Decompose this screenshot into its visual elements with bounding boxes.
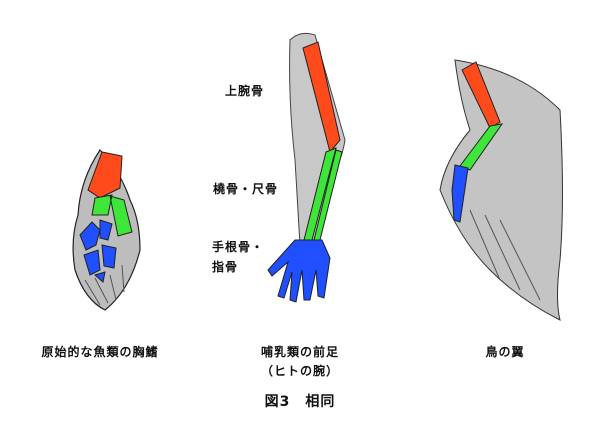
human-arm-illustration (267, 32, 346, 303)
label-phalanges: 指骨 (212, 260, 239, 274)
figure-title: 図3 相同 (264, 394, 336, 410)
fish-fin-illustration (72, 149, 141, 311)
label-humerus: 上腕骨 (225, 84, 265, 98)
bird-wing-illustration (439, 59, 563, 321)
label-radius-ulna: 橈骨・尺骨 (213, 182, 279, 196)
caption-mammal: 哺乳類の前足 (260, 345, 340, 359)
caption-bird: 鳥の翼 (485, 345, 525, 359)
label-carpal: 手根骨・ (212, 240, 265, 254)
caption-mammal-sub: （ヒトの腕） (260, 364, 340, 378)
caption-fish: 原始的な魚類の胸鰭 (41, 345, 159, 359)
